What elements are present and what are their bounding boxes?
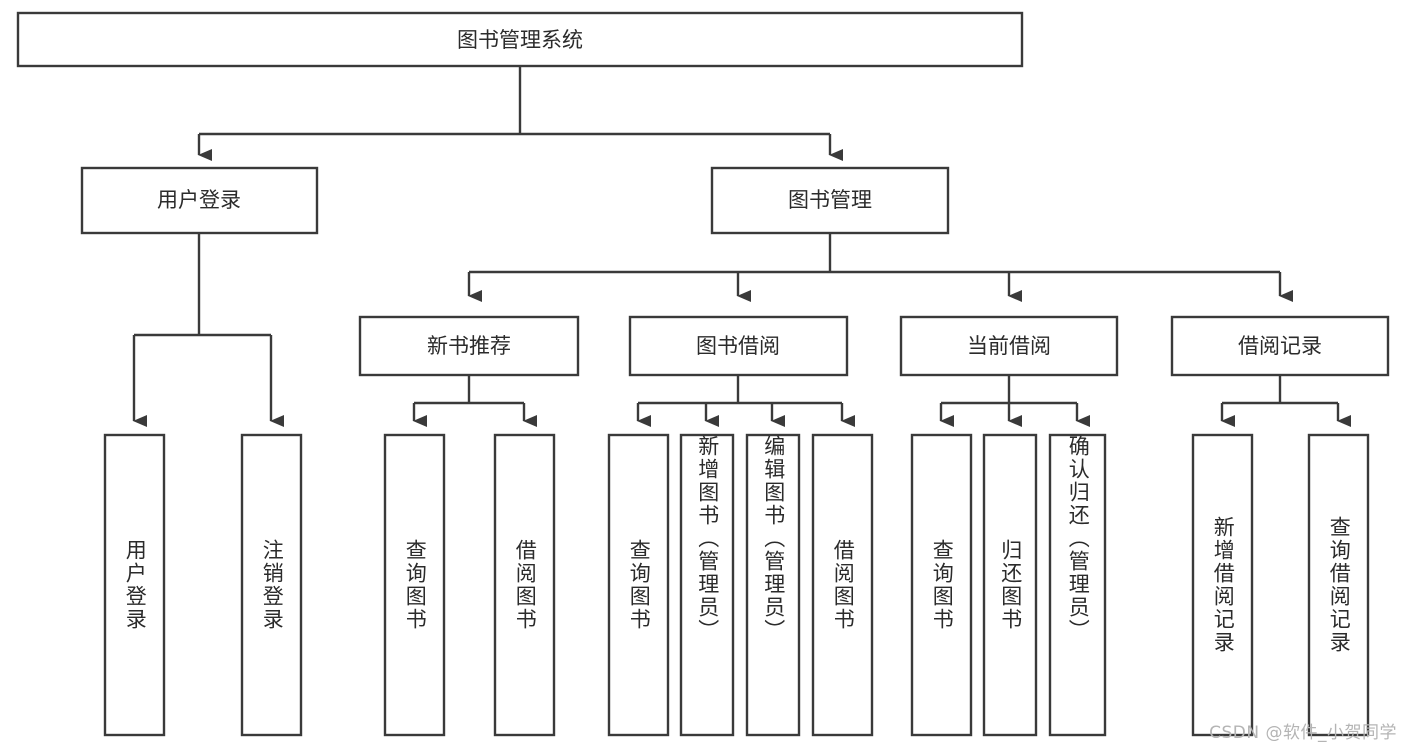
node-root-label: 图书管理系统 (457, 28, 583, 52)
node-borrow-record-label: 借阅记录 (1238, 334, 1322, 358)
node-leaf-return-book[interactable] (982, 433, 1038, 737)
node-leaf-add-book[interactable] (679, 433, 735, 737)
node-leaf-query-book-1[interactable] (383, 433, 446, 737)
node-borrow-record[interactable]: 借阅记录 (1170, 315, 1390, 377)
node-root[interactable]: 图书管理系统 (16, 11, 1024, 68)
node-current-borrow[interactable]: 当前借阅 (899, 315, 1119, 377)
node-current-borrow-label: 当前借阅 (967, 334, 1051, 358)
node-leaf-query-record[interactable] (1307, 433, 1370, 737)
node-leaf-borrow-book-1[interactable] (493, 433, 556, 737)
node-user-login[interactable]: 用户登录 (80, 166, 319, 235)
node-leaf-query-book-2[interactable] (607, 433, 670, 737)
node-leaf-add-record[interactable] (1191, 433, 1254, 737)
watermark: CSDN @软件_小贺同学 (1209, 723, 1397, 743)
node-book-manage[interactable]: 图书管理 (710, 166, 950, 235)
node-leaf-query-book-3[interactable] (910, 433, 973, 737)
node-leaf-borrow-book-2[interactable] (811, 433, 874, 737)
node-book-borrow-label: 图书借阅 (696, 334, 780, 358)
node-new-book-rec[interactable]: 新书推荐 (358, 315, 580, 377)
node-leaf-confirm-return[interactable] (1048, 433, 1107, 737)
node-leaf-user-login[interactable] (103, 433, 166, 737)
node-book-borrow[interactable]: 图书借阅 (628, 315, 849, 377)
node-user-login-label: 用户登录 (157, 188, 241, 212)
node-book-manage-label: 图书管理 (788, 188, 872, 212)
node-leaf-logout[interactable] (240, 433, 303, 737)
node-leaf-edit-book[interactable] (745, 433, 801, 737)
node-new-book-rec-label: 新书推荐 (427, 334, 511, 358)
